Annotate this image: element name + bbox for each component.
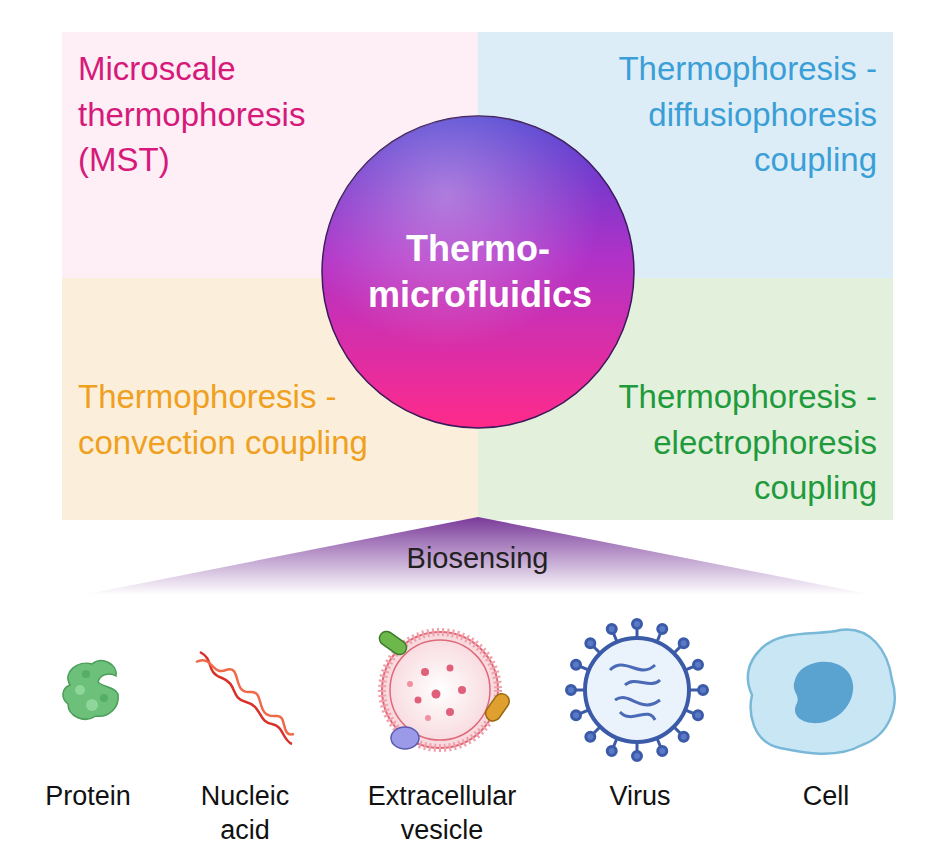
panel-title: Thermophoresis -electrophoresis coupling — [587, 374, 877, 511]
biosensing-band: Biosensing — [62, 517, 893, 597]
vesicle-label: Extracellular vesicle — [342, 780, 542, 848]
center-title: Thermo- microfluidics — [368, 226, 588, 317]
protein-icon — [63, 661, 118, 719]
panel-title: Thermophoresis -convection coupling — [78, 374, 378, 465]
panel-title: Thermophoresis -diffusiophoresis couplin… — [587, 46, 877, 183]
panel-title: Microscale thermophoresis (MST) — [78, 46, 378, 183]
dna-icon — [196, 652, 294, 744]
vesicle-icon — [377, 629, 512, 749]
virus-label: Virus — [580, 780, 700, 814]
cell-label: Cell — [766, 780, 886, 814]
virus-icon — [567, 620, 708, 761]
protein-label: Protein — [23, 780, 153, 814]
center-circle: Thermo- microfluidics — [320, 114, 636, 430]
circle-shape — [320, 114, 636, 430]
nucleic-acid-label: Nucleic acid — [185, 780, 305, 848]
band-label: Biosensing — [62, 542, 893, 575]
cell-icon — [748, 630, 895, 754]
